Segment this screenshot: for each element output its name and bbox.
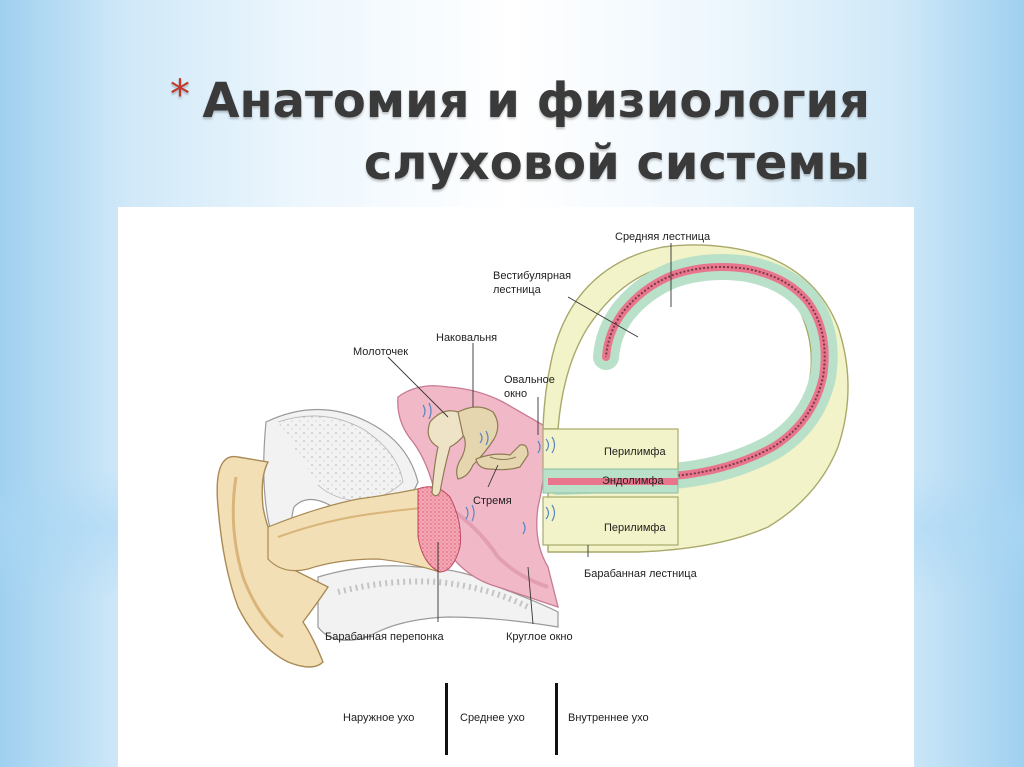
label-stapes: Стремя [473, 495, 512, 507]
label-perilymph-bottom: Перилимфа [604, 522, 666, 534]
label-middle-scala: Средняя лестница [615, 231, 711, 243]
label-oval-window-1: Овальное [504, 374, 555, 386]
label-endolymph: Эндолимфа [602, 475, 664, 487]
section-inner-ear: Внутреннее ухо [568, 712, 649, 724]
leader-lines [387, 243, 672, 625]
label-round-window: Круглое окно [506, 631, 573, 643]
divider-middle-inner [555, 683, 558, 755]
incus [456, 406, 499, 480]
eardrum [417, 486, 461, 573]
divider-outer-middle [445, 683, 448, 755]
ear-diagram: Средняя лестница Вестибулярная лестница … [216, 231, 849, 755]
title-bullet: * [170, 72, 190, 118]
label-tympanic-scala: Барабанная лестница [584, 568, 698, 580]
title-line-1: Анатомия и физиология [202, 73, 870, 129]
label-malleus: Молоточек [353, 346, 408, 358]
slide-title: * Анатомия и физиология слуховой системы [170, 70, 890, 194]
section-middle-ear: Среднее ухо [460, 712, 525, 724]
diagram-panel: Средняя лестница Вестибулярная лестница … [118, 207, 914, 767]
label-eardrum: Барабанная перепонка [325, 631, 445, 643]
cochlea [542, 244, 849, 553]
section-outer-ear: Наружное ухо [343, 712, 414, 724]
ear-canal [267, 486, 441, 573]
label-perilymph-top: Перилимфа [604, 446, 666, 458]
stapes [475, 444, 529, 471]
title-line-2: слуховой системы [363, 135, 870, 191]
label-oval-window-2: окно [504, 388, 527, 400]
label-vestibular-1: Вестибулярная [493, 270, 571, 282]
label-incus: Наковальня [436, 332, 497, 344]
label-vestibular-2: лестница [493, 284, 542, 296]
